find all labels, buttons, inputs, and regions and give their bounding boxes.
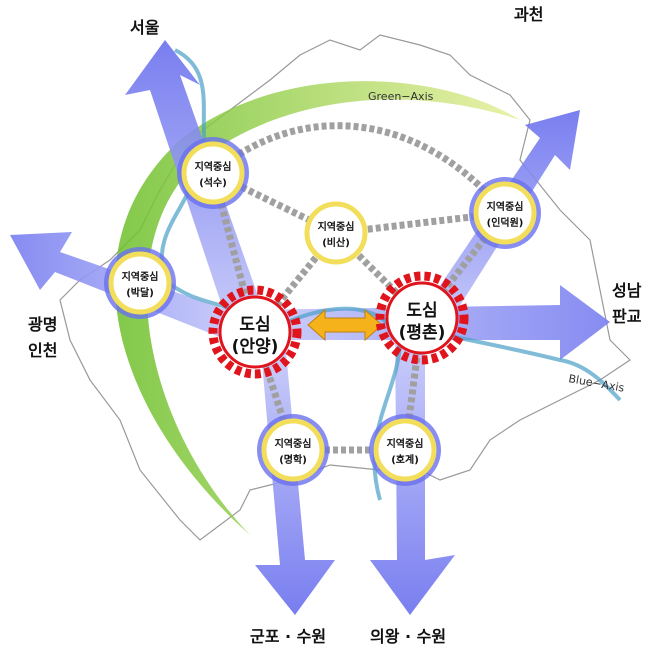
regional-center-ring <box>108 251 172 315</box>
regional-center-title: 지역중심 <box>275 437 312 450</box>
downtown-title: 도심 <box>406 301 437 321</box>
regional-center-ring <box>261 418 325 482</box>
link-indeogwon-pyeongchon <box>419 210 508 321</box>
regional-center-name: (비산) <box>322 236 350 249</box>
regional-center-name: (박달) <box>126 286 154 299</box>
regional-center-ring <box>181 141 245 205</box>
downtown-dashed-ring <box>208 285 302 379</box>
label-gwacheon: 과천 <box>514 5 543 24</box>
regional-center-ring <box>373 418 437 482</box>
downtown-name: (안양) <box>232 337 279 357</box>
downtown-anyang: 도심(안양) <box>208 285 302 379</box>
regional-center-title: 지역중심 <box>195 160 232 173</box>
label-gwangmyeong: 광명 <box>28 315 57 334</box>
regional-center-name: (인덕원) <box>487 216 524 229</box>
downtown-ring <box>218 295 292 369</box>
regional-center-indeogwon: 지역중심 (인덕원) <box>469 177 541 249</box>
label-gunpo-suwon: 군포 · 수원 <box>250 627 326 646</box>
downtown-title: 도심 <box>239 315 270 335</box>
regional-center-bisan: 지역중심 (비산) <box>304 201 368 265</box>
regional-center-myeonghak: 지역중심 (명학) <box>257 414 329 486</box>
label-pangyo: 판교 <box>612 307 642 326</box>
label-uiwang-suwon: 의왕 · 수원 <box>370 627 446 646</box>
label-seoul: 서울 <box>130 18 160 37</box>
regional-center-name: (호계) <box>391 453 419 466</box>
regional-center-hogye: 지역중심 (호계) <box>369 414 441 486</box>
regional-center-seoksu: 지역중심 (석수) <box>177 137 249 209</box>
label-seongnam: 성남 <box>612 281 642 300</box>
regional-center-ring <box>304 201 368 265</box>
nodes: 지역중심 (석수) 지역중심 (비산) 지역중심 (인덕원) 지역중심 (박달) 지역중심 (명학… <box>104 137 541 486</box>
regional-center-title: 지역중심 <box>122 270 159 283</box>
regional-center-bakdal: 지역중심 (박달) <box>104 247 176 319</box>
downtown-dashed-ring <box>375 271 469 365</box>
regional-center-ring <box>473 181 537 245</box>
downtown-pyeongchon: 도심(평촌) <box>375 271 469 365</box>
regional-center-name: (명학) <box>279 453 307 466</box>
regional-center-title: 지역중심 <box>387 437 424 450</box>
link-pyeongchon-hogye <box>401 317 426 451</box>
regional-center-name: (석수) <box>199 176 227 189</box>
downtown-name: (평촌) <box>399 323 446 343</box>
link-seoksu-indeogwon <box>210 122 508 216</box>
label-incheon: 인천 <box>28 341 57 360</box>
label-green-axis: Green−Axis <box>368 90 434 103</box>
downtown-ring <box>385 281 459 355</box>
regional-center-title: 지역중심 <box>318 220 355 233</box>
regional-center-title: 지역중심 <box>487 200 524 213</box>
